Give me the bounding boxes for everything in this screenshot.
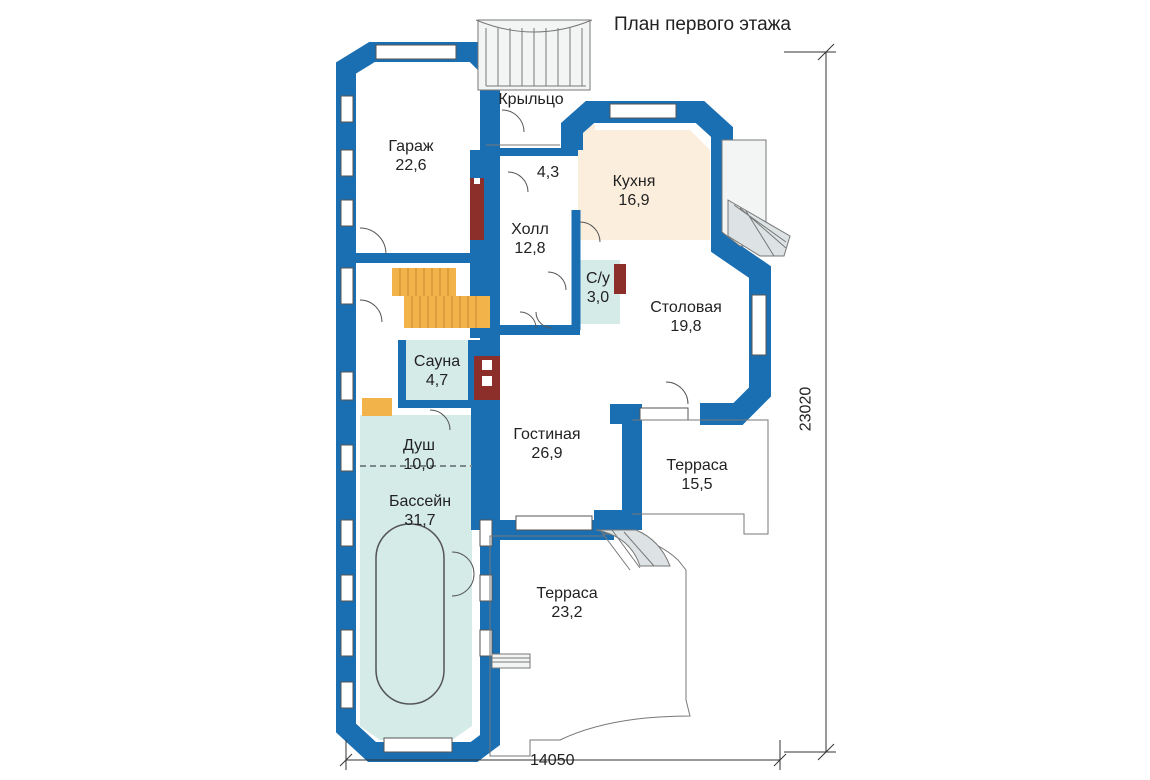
room-name: Сауна: [413, 353, 461, 370]
staircase: [362, 268, 490, 416]
room-name: Терраса: [666, 457, 728, 474]
fireplaces: [470, 178, 626, 400]
kitchen-fill: [578, 125, 710, 240]
room-area: 26,9: [531, 445, 563, 462]
room-vestibule: 4,3: [537, 163, 559, 182]
room-dining: Столовая 19,8: [650, 298, 722, 336]
room-sauna: Сауна 4,7: [414, 352, 460, 390]
doors: [359, 109, 689, 597]
room-area: 23,2: [551, 604, 583, 621]
room-kitchen: Кухня 16,9: [613, 172, 656, 210]
room-area: 19,8: [670, 318, 702, 335]
room-name: Крыльцо: [498, 91, 564, 108]
room-name: Бассейн: [388, 493, 452, 510]
height-dimension: 23020: [797, 386, 815, 432]
room-area: 4,3: [536, 164, 560, 181]
room-name: Гостиная: [513, 426, 581, 443]
room-name: Столовая: [650, 299, 722, 316]
room-area: 4,7: [425, 372, 449, 389]
room-pool: Бассейн 31,7: [389, 492, 451, 530]
room-shower: Душ 10,0: [403, 436, 435, 474]
pool-basin: [375, 523, 445, 705]
room-living: Гостиная 26,9: [513, 425, 580, 463]
windows: [340, 44, 767, 753]
width-dimension: 14050: [530, 752, 575, 769]
room-area: 31,7: [404, 512, 436, 529]
room-area: 10,0: [403, 456, 435, 473]
room-area: 12,8: [514, 240, 546, 257]
room-wc: С/у 3,0: [586, 269, 610, 307]
kitchen-side-steps: [721, 139, 791, 257]
room-name: Терраса: [536, 585, 598, 602]
room-name: Кухня: [612, 173, 656, 190]
room-area: 16,9: [618, 192, 650, 209]
sauna-fill: [402, 340, 472, 405]
room-terrace-south: Терраса 23,2: [536, 584, 597, 622]
room-area: 15,5: [681, 476, 713, 493]
dimension-lines: [339, 43, 836, 770]
room-area: 22,6: [395, 157, 427, 174]
room-garage: Гараж 22,6: [388, 137, 433, 175]
room-terrace-east: Терраса 15,5: [666, 456, 727, 494]
porch-steps: [475, 19, 593, 146]
room-name: Душ: [402, 437, 436, 454]
room-name: Холл: [511, 221, 549, 238]
wc-fill: [576, 260, 620, 324]
room-area: 3,0: [586, 289, 610, 306]
room-name: С/у: [586, 270, 610, 287]
room-hall: Холл 12,8: [511, 220, 549, 258]
plan-title: План первого этажа: [614, 14, 791, 35]
room-name: Гараж: [388, 138, 434, 155]
room-porch: Крыльцо: [498, 90, 563, 109]
terraces: [489, 419, 769, 757]
